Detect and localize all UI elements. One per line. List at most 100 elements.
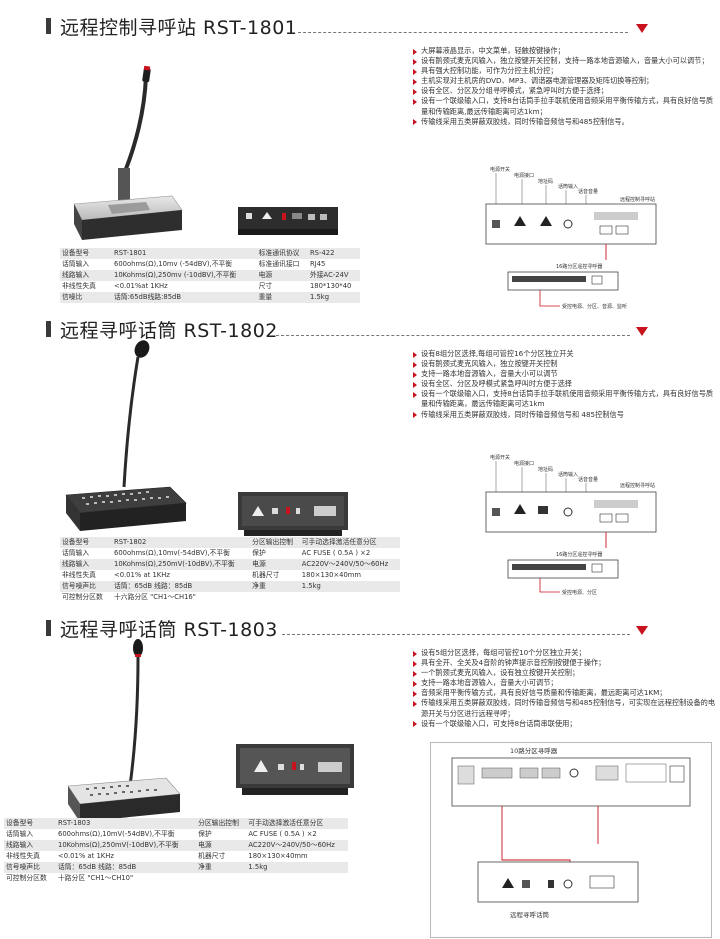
spec-label: 信号噪声比 (60, 581, 112, 592)
section-header: 远程控制寻呼站 RST-1801 (0, 12, 720, 40)
spec-value: 10Kohms(Ω),250mV(-10dBV),不平衡 (112, 559, 251, 570)
spec-value: 十路分区 "CH1～CH10" (56, 873, 197, 884)
diagram-label: 电源接口 (514, 172, 534, 179)
spec-label: 保护 (196, 829, 247, 840)
spec-label: 标准通讯协议 (256, 248, 308, 259)
spec-label: 话筒输入 (60, 548, 112, 559)
feature-list: 设有5组分区选择，每组可管控10个分区独立开关； 具有全开、全关及4音阶的钟声提… (411, 648, 716, 729)
feature-item: 具有强大控制功能，可作为分控主机分控； (411, 66, 716, 76)
spec-value: 话筒：65dB 线路：85dB (112, 581, 251, 592)
section-header: 远程寻呼话筒 RST-1803 (0, 614, 720, 642)
spec-value: <0.01% at 1KHz (56, 851, 197, 862)
section-arrow-icon (636, 327, 648, 336)
section-rst-1803: 远程寻呼话筒 RST-1803 (0, 614, 720, 939)
spec-label: 净重 (250, 581, 300, 592)
wiring-diagram-rst-1801: 电源开关 电源接口 地址码 话筒输入 话音音量 远程控制寻呼站 16路分区遥控寻… (482, 164, 662, 314)
section-arrow-icon (636, 626, 648, 635)
spec-label: 机器尺寸 (196, 851, 247, 862)
spec-value (299, 592, 400, 603)
diagram-label: 话筒输入 (558, 471, 578, 478)
spec-label: 可控制分区数 (4, 873, 56, 884)
spec-value: 1.5kg (299, 581, 400, 592)
section-title: 远程寻呼话筒 RST-1803 (60, 619, 278, 641)
spec-value: 600ohms(Ω),10mv (-54dBV),不平衡 (112, 259, 257, 270)
spec-label: 设备型号 (4, 818, 56, 829)
diagram-label: 话音音量 (578, 188, 598, 195)
spec-value: 600ohms(Ω),10mv(-54dBV),不平衡 (112, 548, 251, 559)
spec-label: 电源 (250, 559, 300, 570)
spec-label: 分区输出控制 (196, 818, 247, 829)
diagram-label: 电源接口 (514, 460, 534, 467)
diagram-label: 地址码 (538, 178, 553, 185)
spec-value: 可手动选择激活任意分区 (299, 537, 400, 548)
spec-value: 180×130×40mm (299, 570, 400, 581)
section-arrow-icon (636, 24, 648, 33)
feature-item: 设有鹅颈式麦克风输入，独立按键开关控制 (411, 359, 716, 369)
product-image-rst-1802 (58, 337, 198, 537)
spec-value: RST-1801 (112, 248, 257, 259)
spec-value: 外接AC-24V (307, 270, 360, 281)
section-rst-1802: 远程寻呼话筒 RST-1802 (0, 315, 720, 615)
spec-value: 可手动选择激活任意分区 (246, 818, 348, 829)
spec-value: RJ45 (307, 259, 360, 270)
spec-value: 180*130*40 (307, 281, 360, 292)
product-image-rst-1803 (58, 636, 188, 826)
spec-value: AC FUSE ( 0.5A ) ×2 (299, 548, 400, 559)
spec-value: RS-422 (307, 248, 360, 259)
section-marker-bar (46, 321, 51, 337)
spec-value: 话筒：65dB 线路：85dB (56, 862, 197, 873)
diagram-label: 电源开关 (490, 166, 510, 173)
spec-label: 净重 (196, 862, 247, 873)
wiring-diagram-rst-1802: 电源开关 电源接口 地址码 话筒输入 话音音量 远程控制寻呼站 16路分区遥控寻… (482, 452, 662, 600)
section-divider (282, 634, 630, 635)
section-title: 远程寻呼话筒 RST-1802 (60, 320, 278, 342)
feature-item: 设有全区、分区及呼模式紧急呼叫时方便于选择 (411, 379, 716, 389)
feature-item: 传输线采用五类屏蔽双胶线，同时传输音频信号和485控制信号。 (411, 117, 716, 127)
section-marker-bar (46, 620, 51, 636)
feature-item: 传输线采用五类屏蔽双胶线，同时传输音频信号和485控制信号，可实现在远程控制设备… (411, 698, 716, 718)
diagram-label: 远程控制寻呼站 (620, 196, 655, 203)
diagram-label: 10路分区寻呼器 (510, 746, 558, 755)
spec-label: 尺寸 (256, 281, 308, 292)
wiring-diagram-rst-1803: 10路分区寻呼器 远程寻呼话筒 (430, 742, 712, 938)
spec-label: 线路输入 (60, 559, 112, 570)
spec-label: 非线性失真 (60, 570, 112, 581)
spec-value: RST-1802 (112, 537, 251, 548)
feature-item: 设有一个联级输入口，支持8台话筒手拉手联机使用音频采用平衡传输方式，具有良好信号… (411, 96, 716, 116)
spec-label (196, 873, 247, 884)
feature-item: 一个鹅颈式麦克风输入，设有独立按键开关控制； (411, 668, 716, 678)
feature-item: 设有8组分区选择,每组可管控16个分区独立开关 (411, 349, 716, 359)
spec-value: 10Kohms(Ω),250mv (-10dBV),不平衡 (112, 270, 257, 281)
feature-item: 支持一路本地音源输入，音量大小可调节； (411, 678, 716, 688)
section-header: 远程寻呼话筒 RST-1802 (0, 315, 720, 343)
spec-value: AC220V～240V/50～60Hz (299, 559, 400, 570)
spec-value: 十六路分区 "CH1～CH16" (112, 592, 251, 603)
rear-panel-image-rst-1801 (238, 205, 338, 243)
feature-item: 设有5组分区选择，每组可管控10个分区独立开关； (411, 648, 716, 658)
section-title: 远程控制寻呼站 RST-1801 (60, 17, 298, 39)
section-divider (298, 32, 628, 33)
diagram-label: 16路分区遥控寻呼器 (556, 551, 602, 558)
rear-panel-image-rst-1803 (236, 744, 354, 800)
feature-item: 设有一个联级输入口，可支持8台话筒串联使用； (411, 719, 716, 729)
diagram-label: 受控电源、分区 (562, 589, 597, 596)
section-divider (276, 335, 630, 336)
spec-label: 线路输入 (4, 840, 56, 851)
spec-label: 机器尺寸 (250, 570, 300, 581)
feature-list: 设有8组分区选择,每组可管控16个分区独立开关 设有鹅颈式麦克风输入，独立按键开… (411, 349, 716, 420)
feature-item: 具有全开、全关及4音阶的钟声提示音控制按键便于操作； (411, 658, 716, 668)
spec-value: 180×130×40mm (246, 851, 348, 862)
diagram-label: 地址码 (538, 466, 553, 473)
feature-item: 传输线采用五类屏蔽双胶线，同时传输音频信号和 485控制信号 (411, 410, 716, 420)
